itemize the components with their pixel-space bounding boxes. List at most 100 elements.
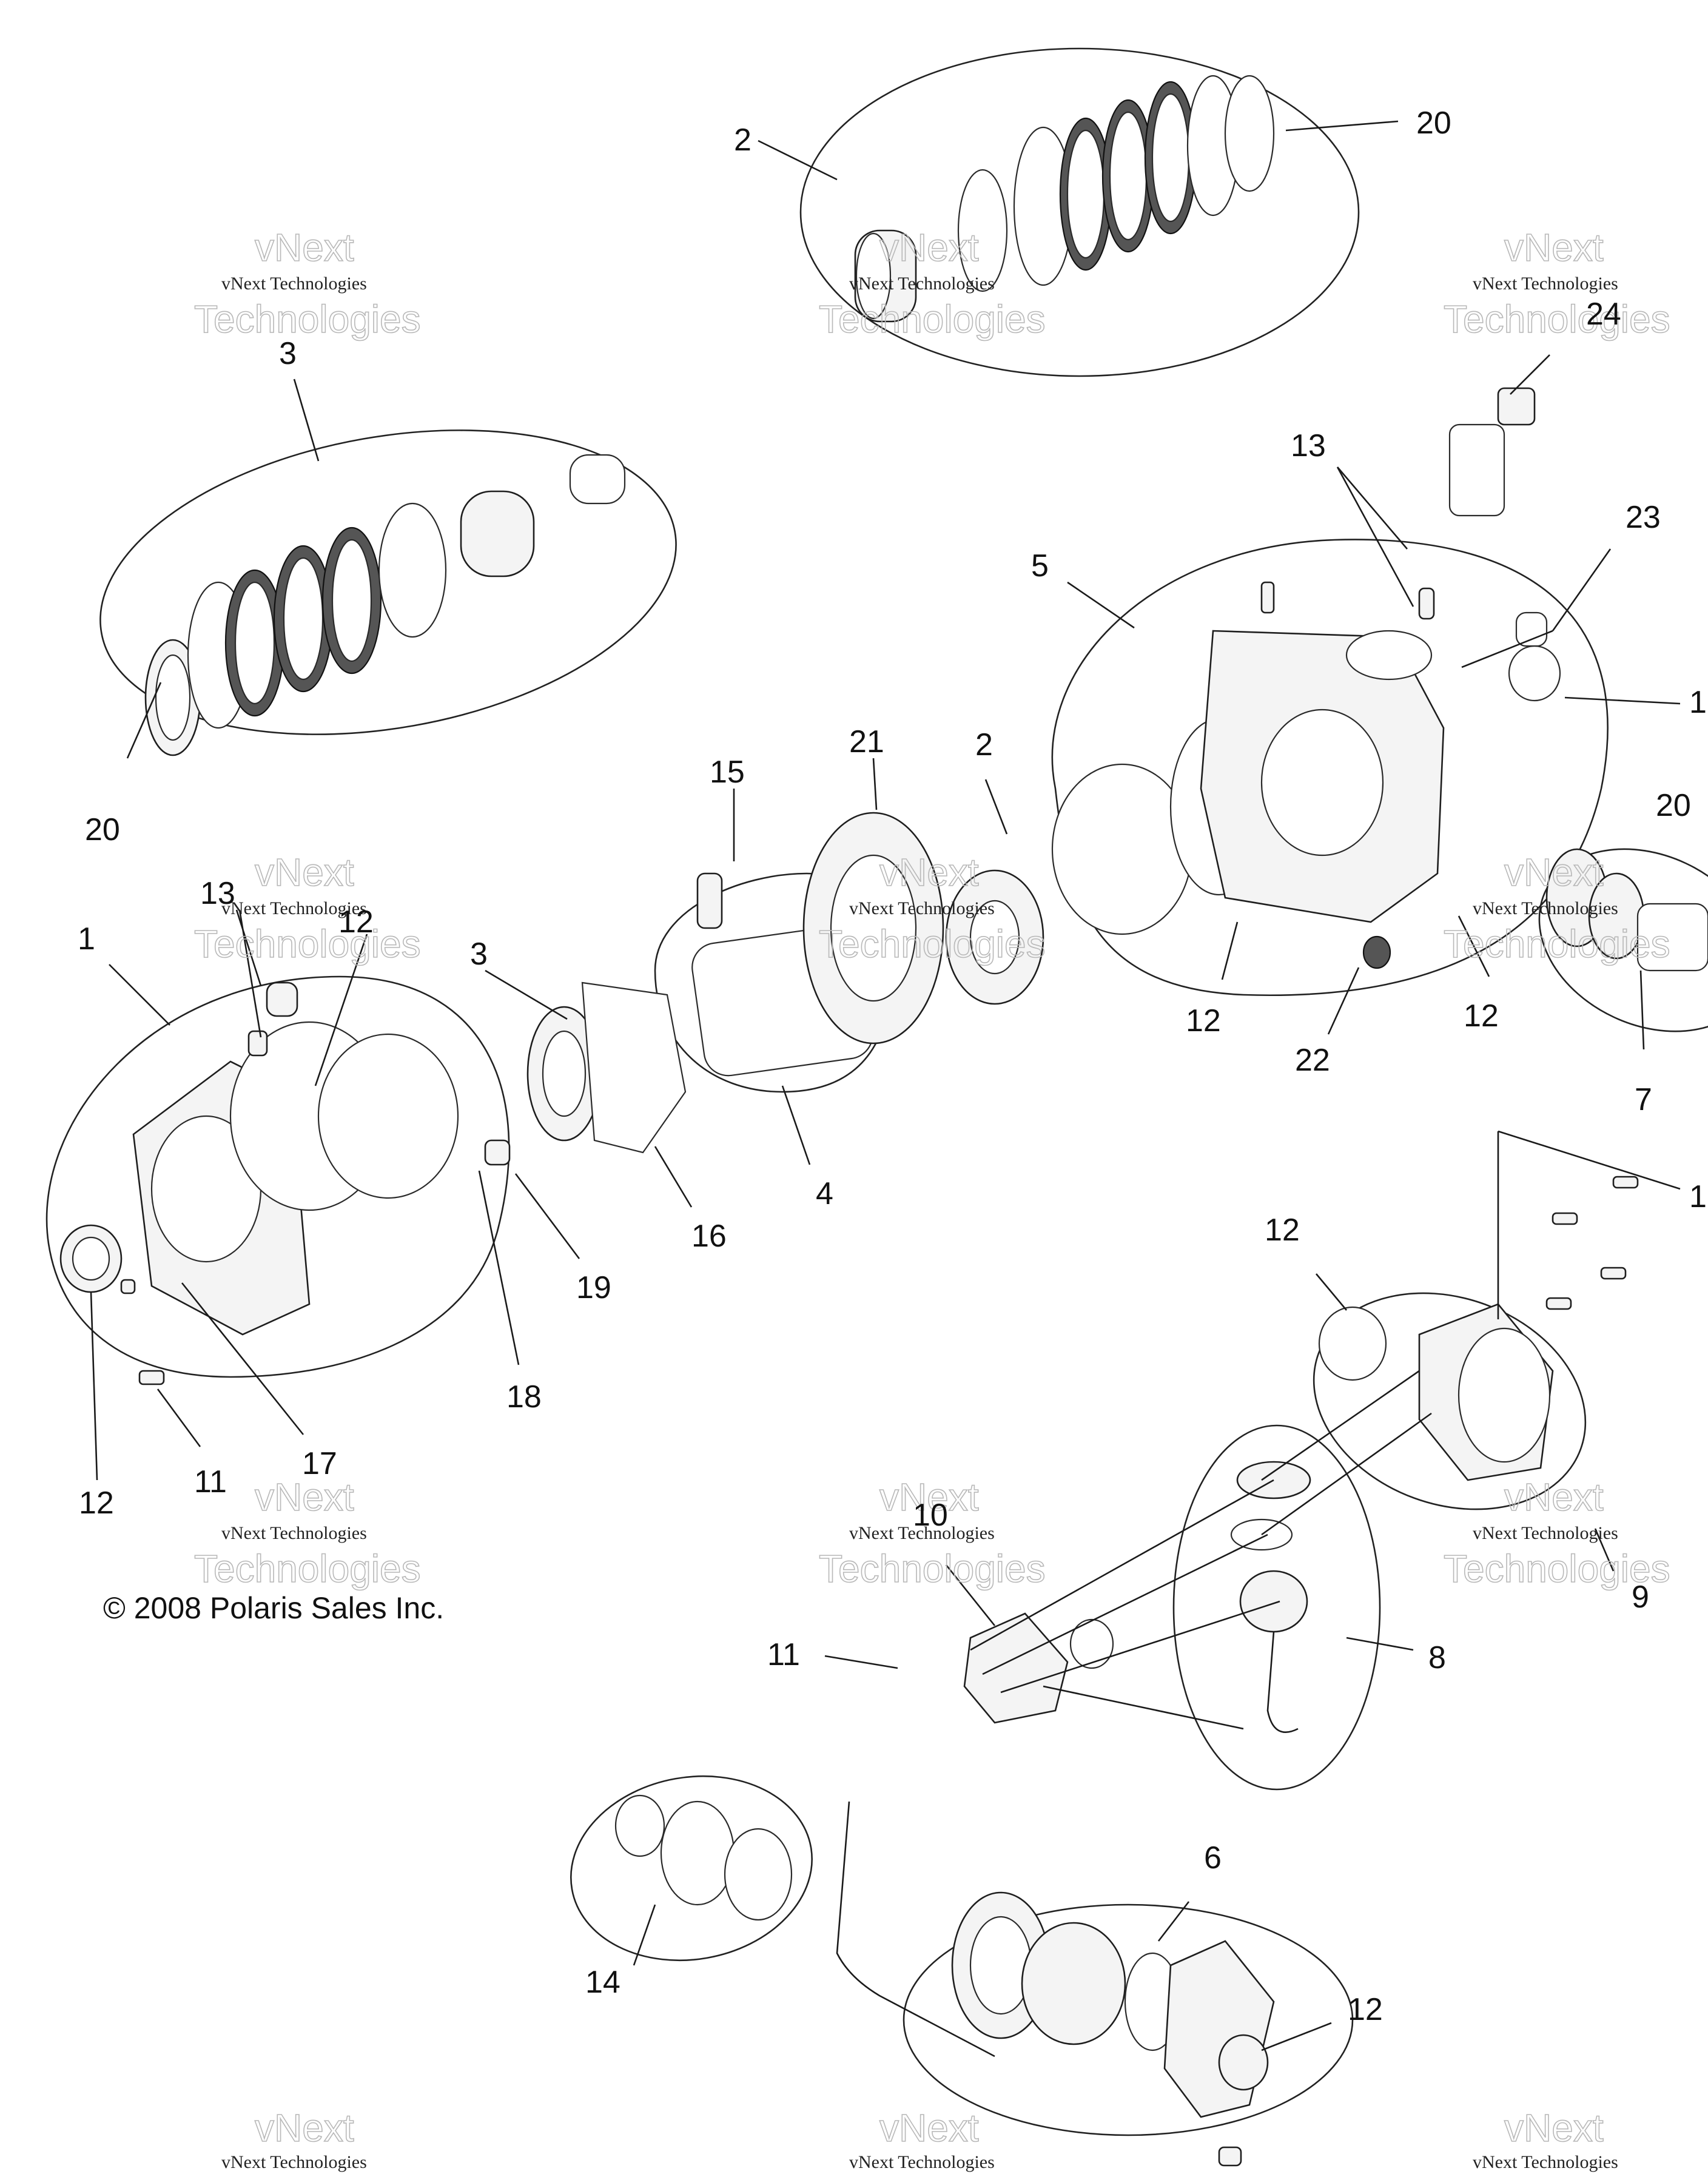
watermark-10: vNext vNext Technologies	[221, 2105, 367, 2172]
watermark-5: vNext vNext Technologies Technologies	[818, 850, 1046, 966]
callout-24: 24	[1586, 297, 1621, 332]
callout-20-right: 20	[1656, 788, 1691, 823]
svg-text:Technologies: Technologies	[1444, 922, 1670, 966]
group-outline-8	[1172, 1424, 1381, 1791]
callout-2-mid: 2	[975, 727, 993, 762]
callout-16: 16	[691, 1219, 727, 1254]
callout-labels: 2 20 3 20 24 13 23 5 1 15 21 2 20 12 22 …	[78, 106, 1707, 2027]
callout-1-left: 1	[78, 921, 95, 957]
callout-11-left: 11	[194, 1464, 227, 1499]
callout-22: 22	[1295, 1043, 1330, 1078]
svg-text:vNext: vNext	[255, 850, 354, 894]
callout-7: 7	[1635, 1082, 1652, 1117]
svg-text:vNext Technologies: vNext Technologies	[1473, 274, 1618, 294]
callout-19: 19	[576, 1270, 611, 1305]
svg-text:Technologies: Technologies	[194, 922, 421, 966]
svg-text:vNext Technologies: vNext Technologies	[221, 1523, 367, 1543]
group-outline-9	[1313, 1292, 1587, 1510]
callout-4: 4	[816, 1176, 833, 1211]
callout-20-top: 20	[1416, 106, 1451, 141]
callout-3-top: 3	[279, 336, 297, 371]
leader-lines	[90, 120, 1681, 2051]
callout-13-top: 13	[1291, 428, 1326, 463]
callout-12-c: 12	[338, 904, 374, 940]
callout-13-left: 13	[200, 876, 235, 911]
callout-6: 6	[1204, 1840, 1222, 1876]
svg-text:vNext Technologies: vNext Technologies	[221, 274, 367, 294]
callout-15: 15	[710, 755, 745, 790]
callout-20-left: 20	[85, 812, 120, 847]
callout-12-e: 12	[1265, 1213, 1300, 1248]
callout-12-d: 12	[79, 1486, 114, 1521]
callout-10: 10	[913, 1498, 948, 1533]
callout-11-bottom: 11	[767, 1637, 800, 1672]
svg-text:Technologies: Technologies	[194, 297, 421, 341]
group-outline-5	[1051, 539, 1609, 996]
callout-21: 21	[849, 724, 884, 759]
copyright-notice: © 2008 Polaris Sales Inc.	[103, 1591, 444, 1625]
callout-12-f: 12	[1348, 1992, 1383, 2027]
svg-text:vNext: vNext	[1504, 1475, 1604, 1519]
svg-text:Technologies: Technologies	[819, 922, 1046, 966]
svg-text:Technologies: Technologies	[819, 297, 1046, 341]
svg-text:vNext: vNext	[879, 1475, 979, 1519]
watermark-6: vNext vNext Technologies Technologies	[1443, 850, 1670, 966]
part-24-sensor	[1448, 387, 1536, 517]
watermark-9: vNext vNext Technologies Technologies	[1443, 1475, 1670, 1591]
callout-12-b: 12	[1464, 998, 1499, 1034]
svg-text:vNext Technologies: vNext Technologies	[849, 1523, 995, 1543]
group-outline-2	[799, 47, 1360, 377]
group-outline-3	[99, 429, 677, 735]
svg-text:vNext: vNext	[879, 2106, 979, 2150]
watermark-1: vNext vNext Technologies Technologies	[193, 225, 421, 342]
lower-right-assembly	[963, 1176, 1639, 1733]
svg-text:vNext: vNext	[879, 850, 979, 894]
callout-5: 5	[1031, 548, 1049, 584]
svg-text:vNext Technologies: vNext Technologies	[1473, 1523, 1618, 1543]
center-components	[526, 812, 1044, 1154]
callout-2-top: 2	[734, 123, 751, 158]
left-housing	[59, 981, 511, 1385]
group-outline-1	[45, 975, 510, 1378]
callout-23: 23	[1626, 500, 1661, 535]
callout-12-a: 12	[1186, 1003, 1221, 1038]
svg-text:vNext: vNext	[255, 1475, 354, 1519]
callout-9: 9	[1632, 1580, 1649, 1615]
svg-text:vNext: vNext	[1504, 850, 1604, 894]
callout-17: 17	[302, 1446, 337, 1481]
watermark-11: vNext vNext Technologies	[849, 2105, 995, 2172]
callout-8: 8	[1428, 1640, 1446, 1675]
bottom-assembly	[614, 1794, 1275, 2167]
svg-text:vNext Technologies: vNext Technologies	[1473, 2152, 1618, 2172]
svg-text:vNext Technologies: vNext Technologies	[1473, 898, 1618, 918]
main-housing	[1051, 581, 1561, 969]
callout-1-right: 1	[1689, 685, 1707, 720]
group-outline-14	[570, 1775, 813, 1962]
watermark-4: vNext vNext Technologies Technologies	[193, 850, 421, 966]
svg-text:Technologies: Technologies	[1444, 1547, 1670, 1590]
group-outline-6	[903, 1903, 1354, 2136]
clutch-pack-top	[854, 75, 1275, 323]
callout-18: 18	[506, 1379, 542, 1415]
svg-text:vNext Technologies: vNext Technologies	[849, 274, 995, 294]
output-shaft	[1545, 848, 1708, 972]
svg-text:Technologies: Technologies	[819, 1547, 1046, 1590]
watermark-7: vNext vNext Technologies Technologies	[193, 1475, 421, 1591]
clutch-pack-left	[144, 454, 626, 756]
svg-text:vNext Technologies: vNext Technologies	[221, 2152, 367, 2172]
watermark-3: vNext vNext Technologies Technologies	[1443, 225, 1670, 342]
group-outline-7	[1538, 848, 1708, 1032]
watermark-12: vNext vNext Technologies	[1473, 2105, 1618, 2172]
svg-text:Technologies: Technologies	[194, 1547, 421, 1590]
callout-14: 14	[585, 1965, 620, 2000]
svg-text:vNext Technologies: vNext Technologies	[849, 898, 995, 918]
watermark-2: vNext vNext Technologies Technologies	[818, 225, 1046, 342]
callout-1-bottom-right: 1	[1689, 1179, 1707, 1214]
svg-text:vNext: vNext	[255, 226, 354, 269]
svg-text:vNext: vNext	[1504, 226, 1604, 269]
watermark-8: vNext vNext Technologies Technologies	[818, 1475, 1046, 1591]
svg-text:vNext: vNext	[255, 2106, 354, 2150]
svg-text:Technologies: Technologies	[1444, 297, 1670, 341]
svg-text:vNext Technologies: vNext Technologies	[849, 2152, 995, 2172]
